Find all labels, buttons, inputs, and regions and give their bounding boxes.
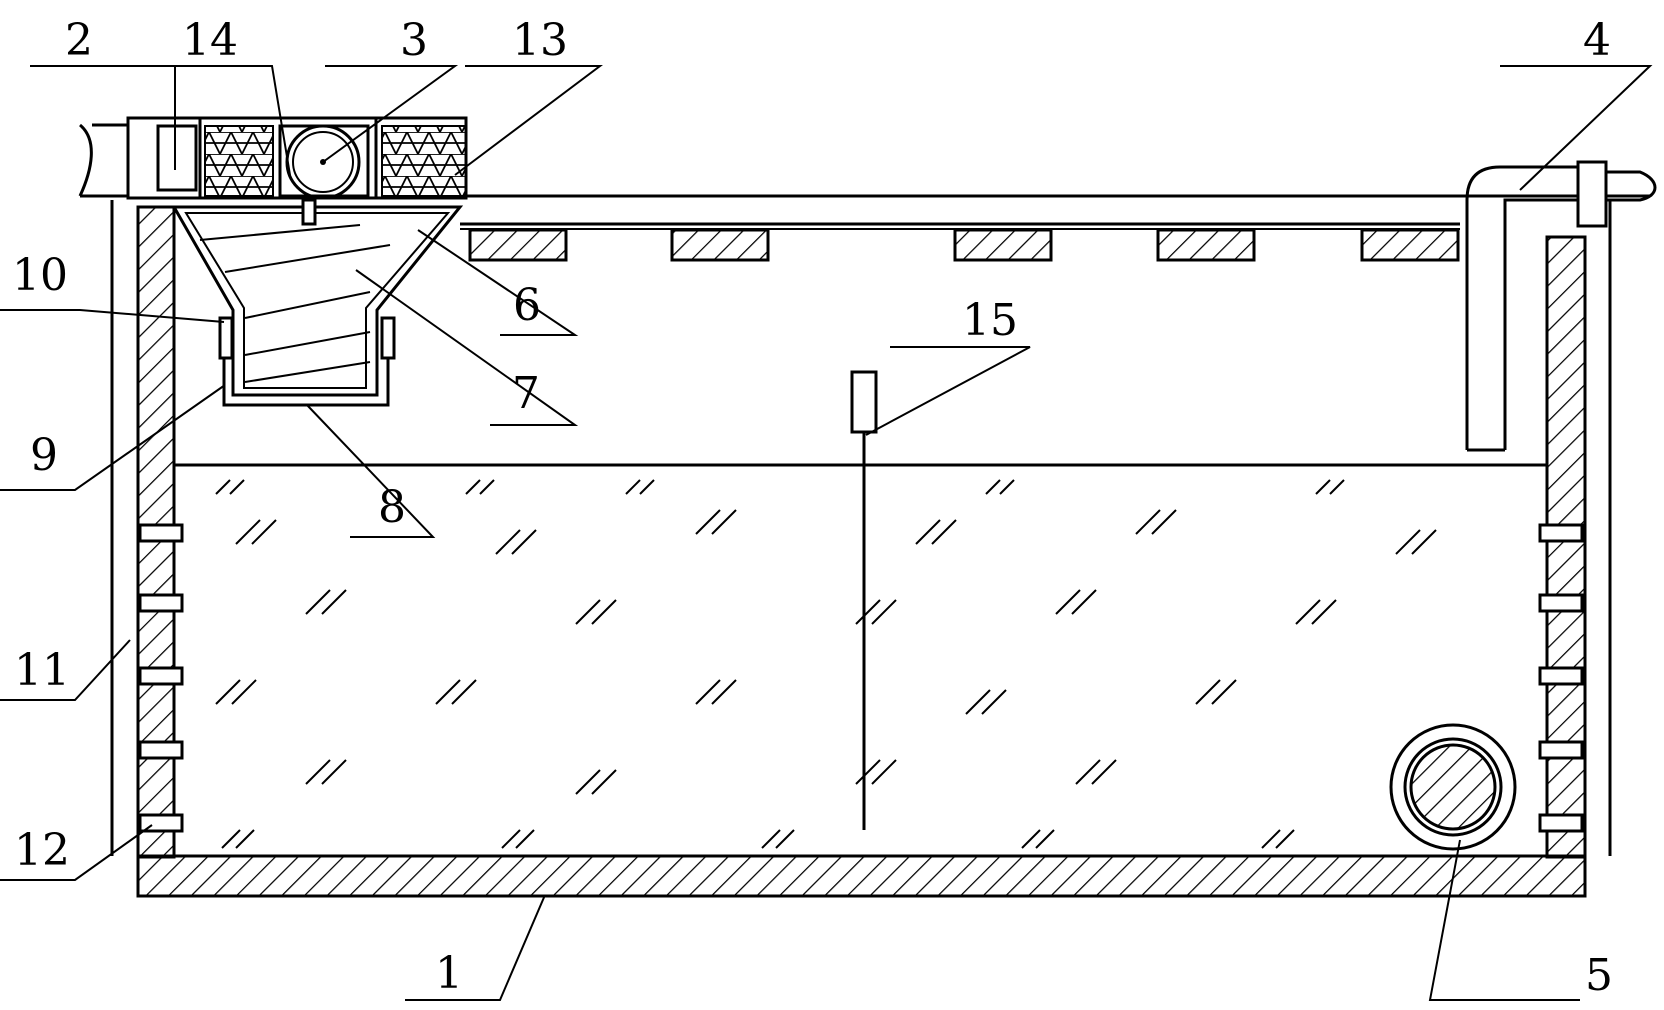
label-9: 9 [30, 430, 58, 481]
label-12: 12 [14, 825, 70, 876]
tank-body [136, 205, 1587, 898]
label-11: 11 [14, 645, 70, 696]
label-3: 3 [400, 15, 428, 66]
fan-unit [78, 116, 468, 200]
level-sensor [850, 370, 878, 830]
label-7: 7 [512, 368, 540, 419]
drain-port [1389, 723, 1517, 851]
outlet-pipe [1465, 160, 1657, 452]
funnel-hopper [171, 198, 464, 397]
label-8: 8 [378, 482, 406, 533]
top-pads [468, 228, 1460, 262]
label-13: 13 [512, 15, 568, 66]
label-1: 1 [435, 948, 463, 999]
water-surface [174, 463, 1547, 849]
leader-lines [0, 65, 1653, 1001]
label-14: 14 [182, 15, 238, 66]
label-15: 15 [962, 295, 1018, 346]
frame-posts [110, 200, 1612, 856]
collection-box [218, 316, 396, 407]
label-6: 6 [513, 280, 541, 331]
wall-brackets [138, 523, 1584, 833]
label-4: 4 [1583, 15, 1611, 66]
label-10: 10 [12, 250, 68, 301]
callout-labels: 2 14 3 13 4 10 6 15 7 9 8 11 12 1 5 [12, 15, 1613, 1001]
label-2: 2 [65, 15, 93, 66]
label-5: 5 [1585, 950, 1613, 1001]
